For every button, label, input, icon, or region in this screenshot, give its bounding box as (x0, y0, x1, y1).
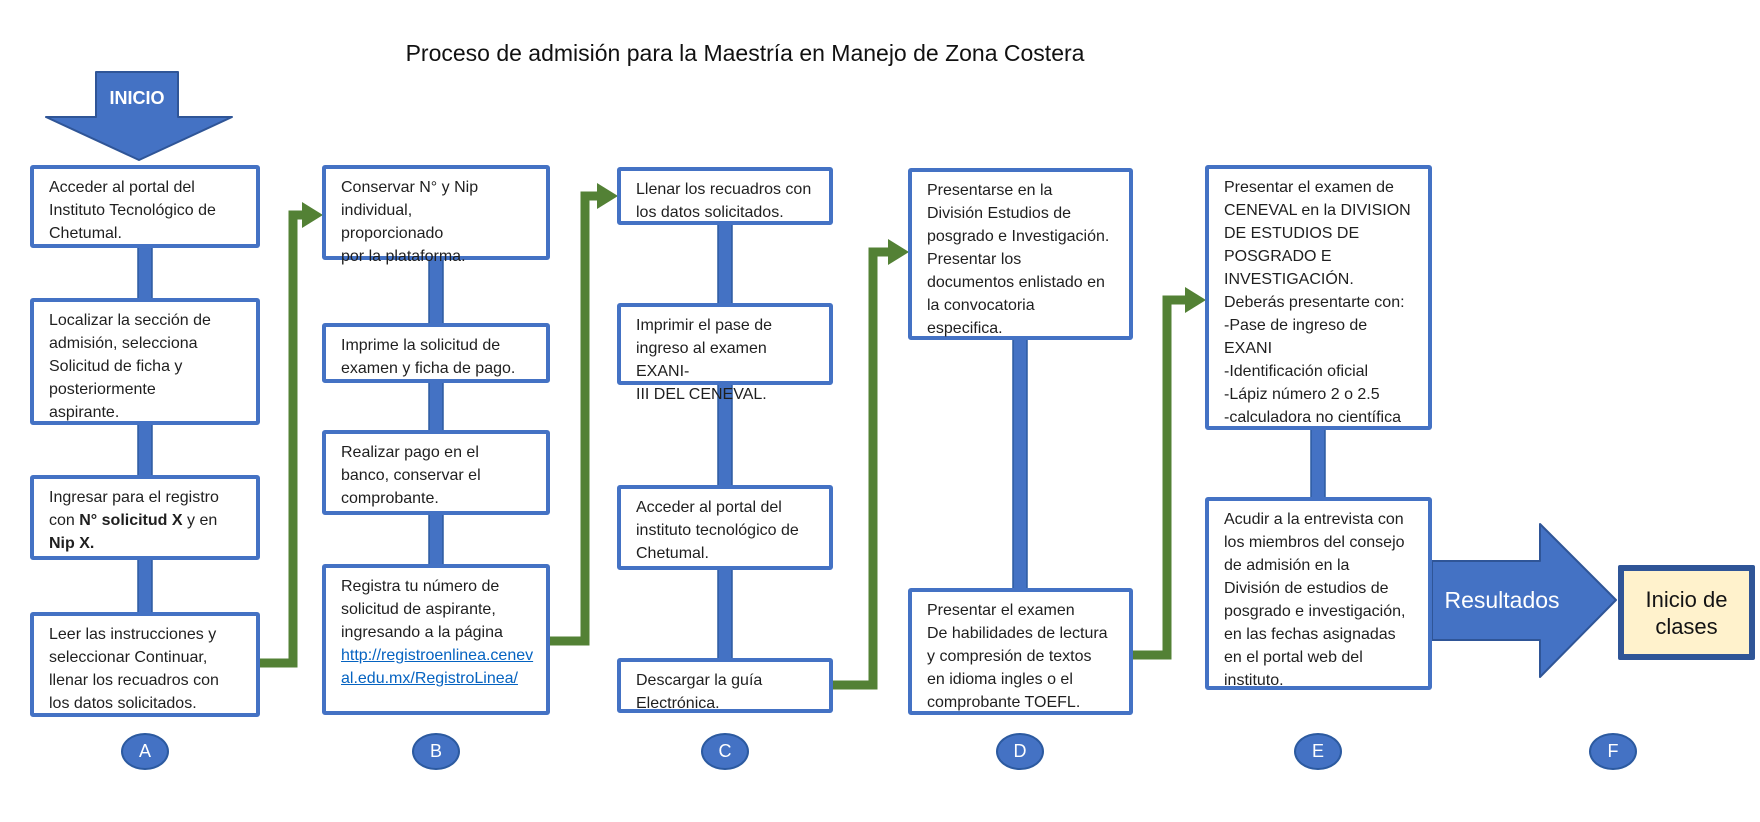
results-arrow: Resultados (1431, 523, 1617, 678)
green-connector-a-to-b (260, 202, 323, 668)
column-a-connectors (137, 245, 153, 615)
start-arrow: INICIO (45, 71, 233, 161)
diagram-title: Proceso de admisión para la Maestría en … (405, 40, 1085, 66)
step-box-c4: Descargar la guía Electrónica. (617, 658, 833, 713)
step-box-a2: Localizar la sección de admisión, selecc… (30, 298, 260, 425)
end-box-label: Inicio de clases (1645, 586, 1728, 639)
green-connector-c-to-d (833, 239, 909, 690)
step-box-d1: Presentarse en la División Estudios de p… (908, 168, 1133, 340)
badge-f: F (1589, 733, 1637, 770)
end-box-inicio-de-clases: Inicio de clases (1618, 565, 1755, 660)
badge-b: B (412, 733, 460, 770)
step-box-b3: Realizar pago en el banco, conservar el … (322, 430, 550, 515)
registration-url-link[interactable]: http://registroenlinea.ceneval.edu.mx/Re… (341, 647, 534, 687)
step-box-a4: Leer las instrucciones y seleccionar Con… (30, 612, 260, 717)
badge-e: E (1294, 733, 1342, 770)
step-box-c2: Imprimir el pase de ingreso al examen EX… (617, 303, 833, 403)
step-box-e2: Acudir a la entrevista con los miembros … (1205, 497, 1432, 690)
step-box-c1: Llenar los recuadros con los datos solic… (617, 167, 833, 225)
column-b-connectors (428, 257, 444, 567)
step-box-d2: Presentar el examen De habilidades de le… (908, 588, 1133, 715)
green-connector-d-to-e (1133, 287, 1206, 660)
green-connector-b-to-c (550, 183, 618, 646)
step-box-a1: Acceder al portal del Instituto Tecnológ… (30, 165, 260, 248)
badge-c: C (701, 733, 749, 770)
start-arrow-label: INICIO (109, 88, 164, 108)
step-box-b1: Conservar N° y Nip individual, proporcio… (322, 165, 550, 265)
step-box-e1: Presentar el examen de CENEVAL en la DIV… (1205, 165, 1432, 430)
step-box-b2: Imprime la solicitud de examen y ficha d… (322, 323, 550, 383)
badge-a: A (121, 733, 169, 770)
step-box-b4: Registra tu número de solicitud de aspir… (322, 564, 550, 715)
column-e-connectors (1310, 427, 1326, 500)
column-d-connectors (1012, 337, 1028, 591)
column-c-connectors (717, 222, 733, 661)
step-box-c3: Acceder al portal del instituto tecnológ… (617, 485, 833, 570)
badge-d: D (996, 733, 1044, 770)
results-arrow-label: Resultados (1444, 587, 1559, 613)
step-box-a3: Ingresar para el registro con N° solicit… (30, 475, 260, 560)
